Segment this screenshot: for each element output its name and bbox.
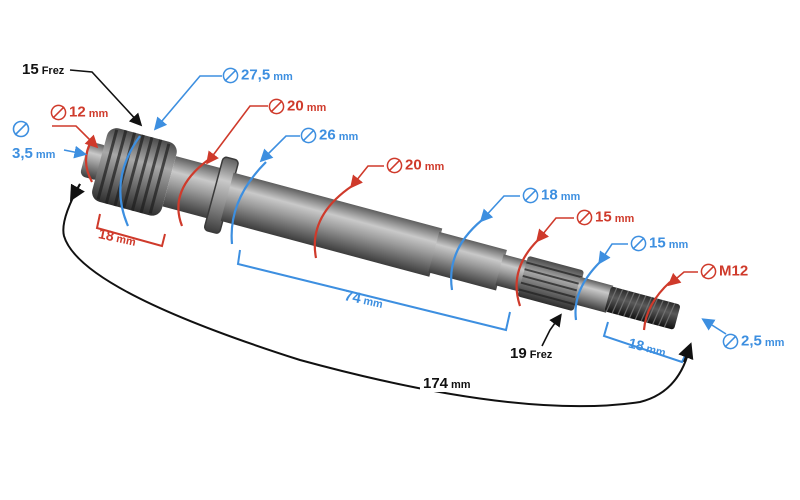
arc-collar [177, 159, 209, 227]
leader-spline [598, 243, 628, 265]
diameter-icon [300, 127, 317, 144]
arc-step [450, 219, 483, 291]
leader-lines [52, 69, 727, 347]
step-section [428, 231, 507, 291]
diameter-icon [630, 235, 647, 252]
diameter-arcs [84, 135, 671, 331]
main-shaft [220, 172, 443, 277]
arc-right-neck [515, 239, 539, 307]
leader-teeth-left [69, 69, 143, 127]
leader-hole-right [701, 318, 727, 335]
shaft-body [80, 128, 680, 330]
dim-gear-length [95, 213, 166, 248]
diameter-icon [268, 98, 285, 115]
dim-total-length [62, 183, 691, 408]
diameter-icon [722, 333, 739, 350]
leader-gear [153, 75, 222, 131]
leader-hole-left [63, 145, 88, 159]
dimension-lines [62, 183, 694, 408]
diameter-icon [576, 209, 593, 226]
arc-thread [642, 281, 671, 331]
leader-gear-neck [52, 125, 99, 149]
diameter-icon [522, 187, 539, 204]
left-gear [92, 128, 177, 216]
diameter-icon [222, 67, 239, 84]
label-thread: M12 [700, 263, 748, 280]
diameter-icon [12, 120, 62, 142]
collar [162, 156, 223, 219]
diameter-icon [386, 157, 403, 174]
leader-right-neck [535, 217, 574, 243]
dim-mid-length [236, 249, 511, 332]
arc-gear [119, 135, 141, 227]
leader-collar [206, 105, 268, 165]
leader-teeth-right [541, 313, 562, 347]
diameter-icon [50, 104, 67, 121]
spline-section [517, 256, 584, 311]
leader-step [479, 195, 520, 223]
leader-thread [667, 271, 698, 287]
threaded-end [605, 286, 680, 330]
diameter-icon [700, 263, 717, 280]
arc-ring [230, 161, 267, 245]
arc-shaft [313, 185, 353, 259]
leader-shaft [350, 165, 384, 189]
arc-spline [574, 261, 601, 321]
leader-ring [259, 135, 300, 163]
